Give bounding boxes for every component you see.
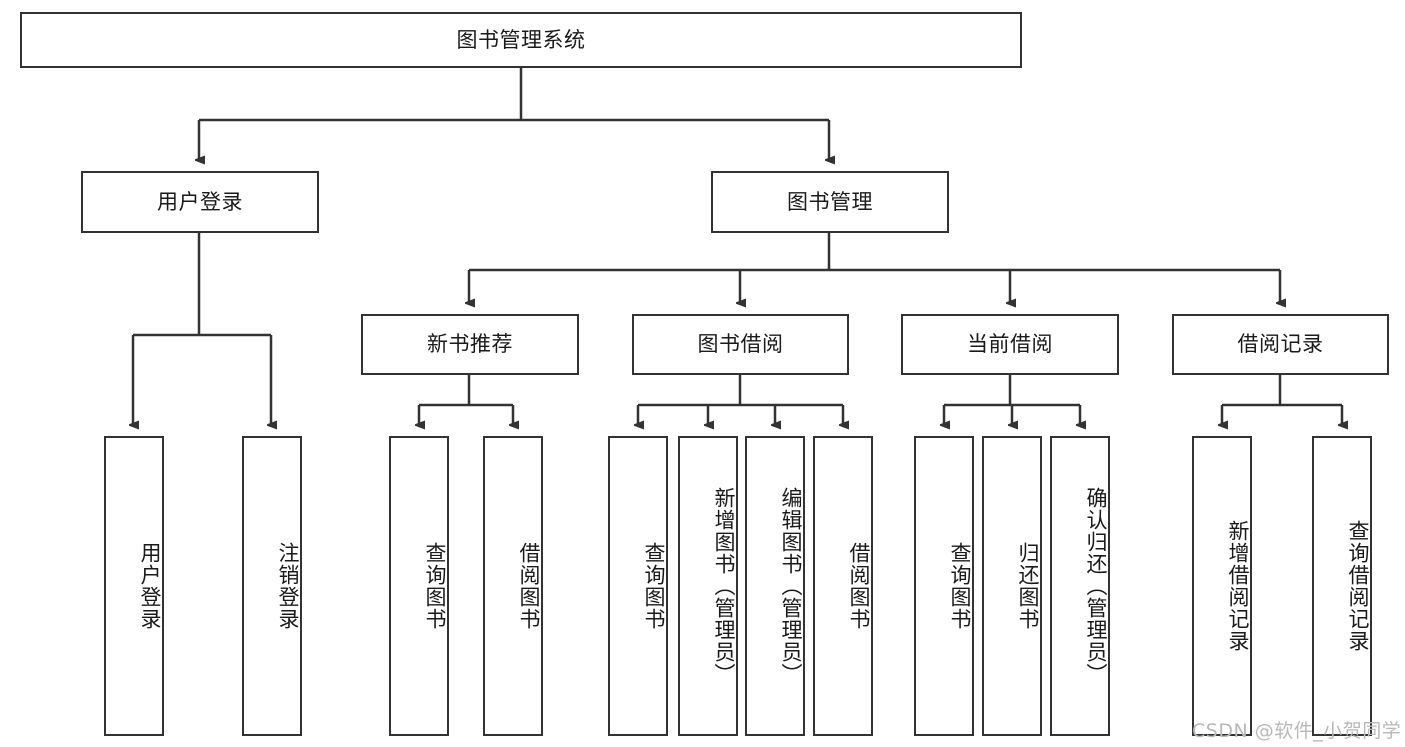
node-book-borrow-label: 图书借阅 bbox=[697, 332, 784, 357]
leaf-borrow-book[interactable]: 借阅图书 bbox=[813, 436, 873, 736]
node-root-label: 图书管理系统 bbox=[456, 27, 586, 52]
leaf-user-login[interactable]: 用户登录 bbox=[104, 436, 164, 736]
leaf-query-book[interactable]: 查询图书 bbox=[608, 436, 668, 736]
leaf-borrow-book-label: 借阅图书 bbox=[847, 542, 871, 630]
leaf-logout-label: 注销登录 bbox=[276, 542, 300, 630]
leaf-add-borrow-record[interactable]: 新增借阅记录 bbox=[1192, 436, 1252, 736]
leaf-query-borrow-record[interactable]: 查询借阅记录 bbox=[1312, 436, 1372, 736]
leaf-confirm-return-admin[interactable]: 确认归还（管理员） bbox=[1050, 436, 1110, 736]
node-borrow-record[interactable]: 借阅记录 bbox=[1172, 314, 1389, 375]
node-book-borrow[interactable]: 图书借阅 bbox=[632, 314, 849, 375]
leaf-borrow-book-new-label: 借阅图书 bbox=[517, 542, 541, 630]
node-new-book-recommend-label: 新书推荐 bbox=[427, 332, 513, 357]
leaf-logout[interactable]: 注销登录 bbox=[242, 436, 302, 736]
node-book-management-label: 图书管理 bbox=[787, 189, 873, 214]
leaf-add-book-admin-label: 新增图书（管理员） bbox=[712, 487, 736, 685]
node-root[interactable]: 图书管理系统 bbox=[20, 12, 1022, 68]
node-user-login-label: 用户登录 bbox=[157, 189, 243, 214]
leaf-add-borrow-record-label: 新增借阅记录 bbox=[1226, 520, 1250, 652]
leaf-add-book-admin[interactable]: 新增图书（管理员） bbox=[678, 436, 738, 736]
node-book-management[interactable]: 图书管理 bbox=[711, 171, 949, 233]
leaf-query-book-label: 查询图书 bbox=[642, 542, 666, 630]
node-user-login[interactable]: 用户登录 bbox=[81, 171, 319, 233]
leaf-confirm-return-admin-label: 确认归还（管理员） bbox=[1084, 487, 1108, 685]
node-current-borrow-label: 当前借阅 bbox=[967, 332, 1053, 357]
leaf-query-borrow-record-label: 查询借阅记录 bbox=[1346, 520, 1370, 652]
leaf-edit-book-admin[interactable]: 编辑图书（管理员） bbox=[745, 436, 805, 736]
leaf-query-book-current-label: 查询图书 bbox=[948, 542, 972, 630]
node-current-borrow[interactable]: 当前借阅 bbox=[901, 314, 1119, 375]
leaf-user-login-label: 用户登录 bbox=[138, 542, 162, 630]
leaf-query-book-new-label: 查询图书 bbox=[423, 542, 447, 630]
leaf-borrow-book-new[interactable]: 借阅图书 bbox=[483, 436, 543, 736]
leaf-edit-book-admin-label: 编辑图书（管理员） bbox=[779, 487, 803, 685]
leaf-return-book-label: 归还图书 bbox=[1016, 542, 1040, 630]
leaf-query-book-current[interactable]: 查询图书 bbox=[914, 436, 974, 736]
node-new-book-recommend[interactable]: 新书推荐 bbox=[361, 314, 579, 375]
watermark: CSDN @软件_小贺同学 bbox=[1192, 720, 1402, 742]
leaf-query-book-new[interactable]: 查询图书 bbox=[389, 436, 449, 736]
node-borrow-record-label: 借阅记录 bbox=[1237, 332, 1324, 357]
leaf-return-book[interactable]: 归还图书 bbox=[982, 436, 1042, 736]
